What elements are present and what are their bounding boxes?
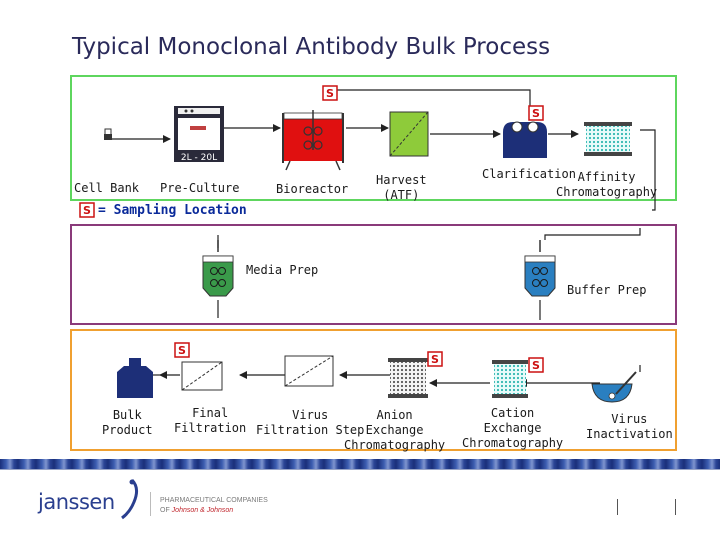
svg-text:S: S (83, 204, 91, 217)
footer-tagline: PHARMACEUTICAL COMPANIES OF Johnson & Jo… (160, 496, 268, 516)
svg-text:S: S (532, 359, 540, 372)
sampling-legend: = Sampling Location (98, 203, 247, 218)
bulk-product-container-icon (117, 358, 153, 398)
svg-text:S: S (532, 107, 540, 120)
tagline-of: OF (160, 507, 172, 514)
bioreactor-label: Bioreactor (276, 182, 349, 196)
prep-section (70, 224, 677, 325)
affinity-label: Affinity Chromatography (556, 170, 658, 199)
pre-culture-volume-label: 2L - 20L (181, 153, 217, 163)
tagline-line1: PHARMACEUTICAL COMPANIES (160, 497, 268, 504)
tagline-line2: OF Johnson & Johnson (160, 506, 268, 516)
anion-exchange-column-icon (388, 358, 428, 398)
media-prep-label: Media Prep (246, 263, 319, 277)
clarification-centrifuge-icon (503, 121, 547, 158)
upstream-section (70, 75, 677, 201)
affinity-column-icon (584, 122, 632, 156)
virus-inactivation-vessel-icon (591, 371, 637, 403)
footer-band (0, 459, 720, 469)
footer-divider-vertical (150, 492, 151, 516)
page-title: Typical Monoclonal Antibody Bulk Process (72, 34, 551, 60)
virus-filtration-icon (284, 355, 334, 387)
virus-inactivation-label: Virus Inactivation (586, 412, 673, 441)
harvest-label: Harvest (ATF) (376, 173, 427, 202)
buffer-prep-vessel-icon (524, 240, 556, 297)
final-filtration-label: Final Filtration (174, 406, 247, 435)
janssen-logo-mark-icon (121, 478, 139, 520)
cell-bank-label: Cell Bank (74, 181, 140, 195)
svg-text:S: S (178, 344, 186, 357)
sampling-marker-clarification: S (528, 105, 544, 121)
sampling-marker-final-filtration: S (174, 342, 190, 358)
footer-tick-2 (675, 499, 676, 515)
bioreactor-icon (282, 110, 344, 171)
virus-filtration-label: Virus Filtration Step (256, 408, 365, 437)
anion-exchange-label: Anion Exchange Chromatography (344, 408, 446, 452)
tagline-jj: Johnson & Johnson (171, 507, 234, 514)
janssen-logo: janssen (38, 490, 115, 514)
pre-culture-volume-label-bg (174, 150, 224, 162)
downstream-section (70, 329, 677, 451)
svg-text:S: S (326, 87, 334, 100)
sampling-marker-legend: S (79, 202, 95, 218)
svg-text:S: S (431, 353, 439, 366)
downstream-flow-lines (150, 365, 641, 387)
sampling-marker-bioreactor: S (322, 85, 338, 101)
media-prep-vessel-icon (202, 240, 234, 297)
sampling-marker-cation-exchange: S (528, 357, 544, 373)
footer-divider (0, 469, 720, 470)
sampling-marker-anion-exchange: S (427, 351, 443, 367)
cell-bank-vial-icon (104, 128, 112, 140)
clarification-label: Clarification (482, 167, 576, 181)
footer-tick-1 (617, 499, 618, 515)
cation-exchange-column-icon (492, 360, 528, 398)
final-filtration-icon (181, 361, 223, 391)
pre-culture-label: Pre-Culture (160, 181, 240, 195)
cation-exchange-label: Cation Exchange Chromatography (462, 406, 564, 450)
harvest-filter-icon (389, 111, 429, 157)
buffer-prep-label: Buffer Prep (567, 283, 647, 297)
bulk-product-label: Bulk Product (102, 408, 153, 437)
